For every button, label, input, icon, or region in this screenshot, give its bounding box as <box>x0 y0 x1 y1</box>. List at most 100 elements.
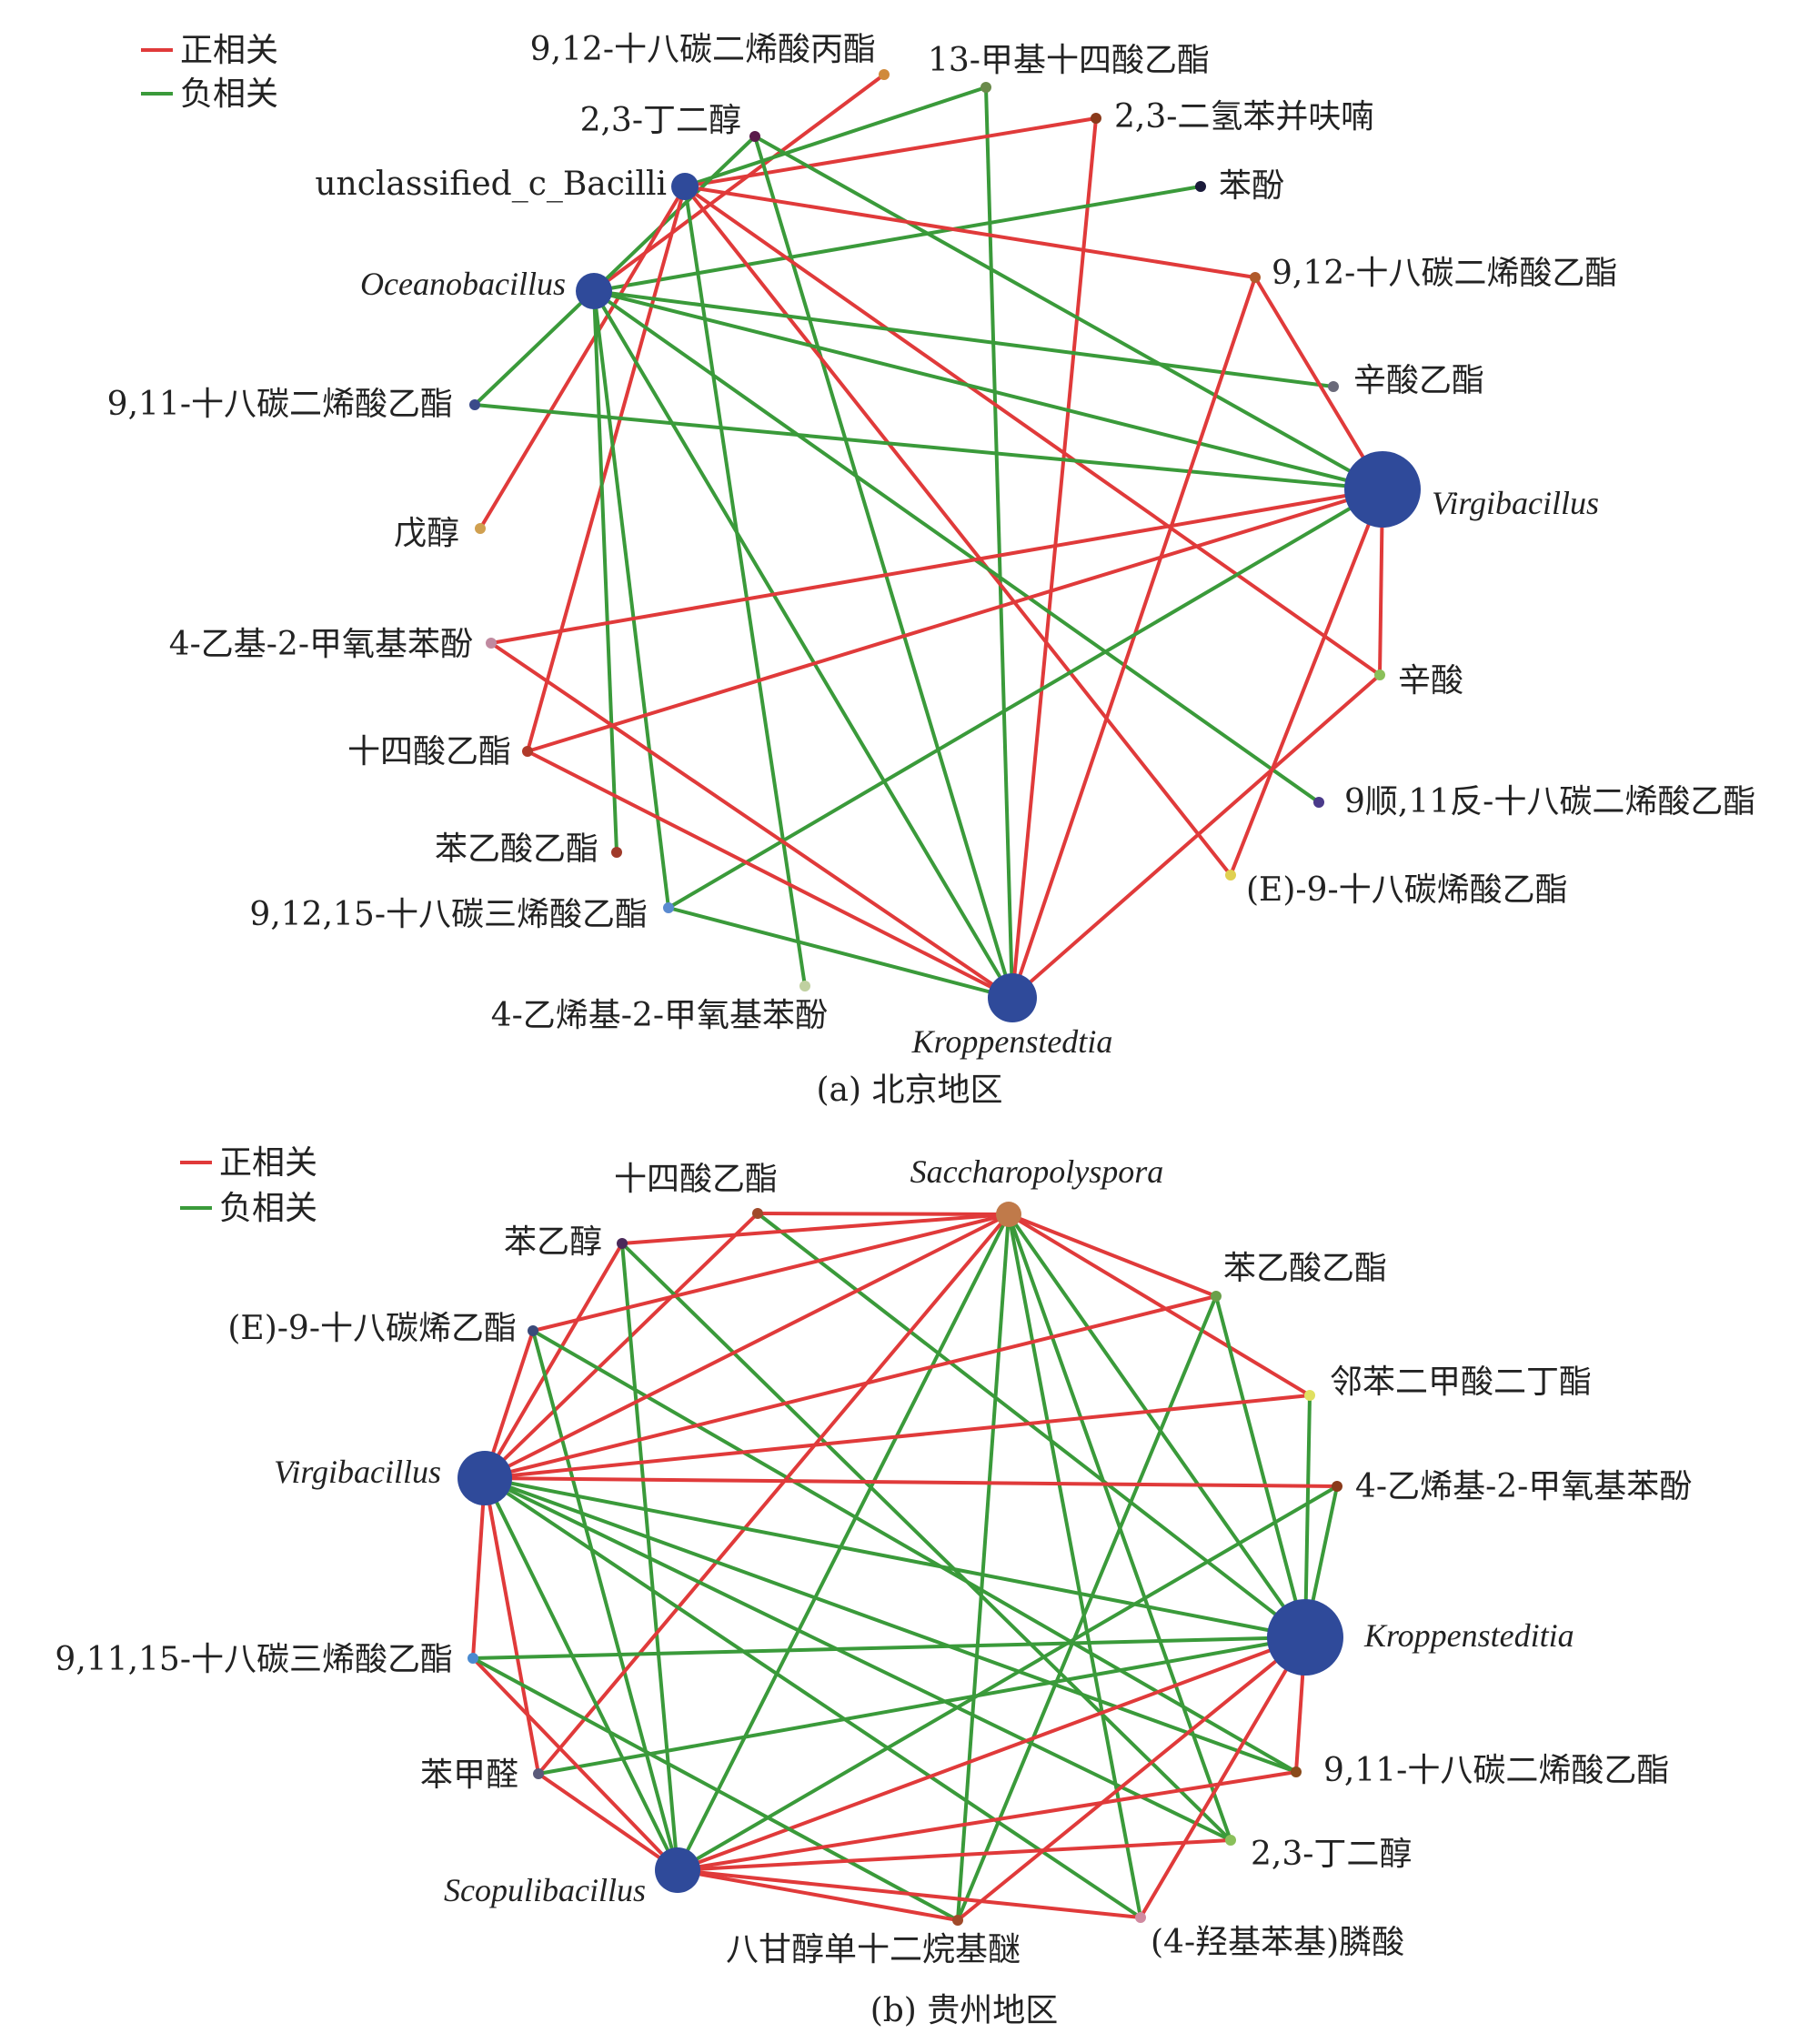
node-label-butanediol: 2,3-丁二醇 <box>580 102 741 139</box>
edge-negative-kroppensteditia-ethyl_linolenate <box>472 1635 1306 1660</box>
node-label-dbp: 邻苯二甲酸二丁酯 <box>1330 1364 1592 1401</box>
node-ethyl_phenylacetate <box>611 847 622 858</box>
node-oceanobacillus <box>576 273 612 309</box>
edge-positive-saccharopolyspora-benzaldehyde <box>537 1213 1011 1776</box>
edge-negative-butanediol-ethyl_9_11_octadecadienoate <box>473 135 757 407</box>
node-label-octaglycol: 八甘醇单十二烷基醚 <box>726 1931 1021 1968</box>
node-dihydrobenzofuran <box>1091 113 1101 124</box>
node-label-kroppenstedtia: Kroppenstedtia <box>911 1023 1113 1060</box>
node-butanediol <box>1225 1835 1236 1846</box>
node-label-ethyl_9c11t: 9顺,11反-十八碳二烯酸乙酯 <box>1344 783 1755 820</box>
caption-a: (a) 北京地区 <box>817 1072 1003 1109</box>
node-label-ethyl_linolenate: 9,11,15-十八碳三烯酸乙酯 <box>55 1641 453 1678</box>
edge-positive-unclassified_bacilli-ethyl_myristate <box>526 186 687 752</box>
node-label-ethyl_myristate: 十四酸乙酯 <box>347 733 511 770</box>
node-phenol <box>1195 181 1206 192</box>
node-label-ethyl_phenylacetate: 苯乙酸乙酯 <box>435 830 598 868</box>
edge-positive-ethyl_myristate-virgibacillus <box>483 1212 759 1480</box>
legend-positive-label: 正相关 <box>180 32 278 69</box>
node-label-kroppensteditia: Kroppensteditia <box>1363 1617 1574 1654</box>
node-ethyl_9_11_octadecadienoate <box>469 399 480 410</box>
edge-negative-vinyl_guaiacol-scopulibacillus <box>676 1484 1339 1872</box>
node-ethyl_9_12_linoleate <box>1250 272 1261 283</box>
node-label-pentanol: 戊醇 <box>394 515 459 552</box>
node-ethyl_oleate <box>1225 870 1236 881</box>
node-label-octanoic_acid: 辛酸 <box>1398 662 1463 699</box>
edge-negative-ethyl_linolenate-kroppenstedtia <box>668 906 1013 1000</box>
edge-positive-saccharopolyspora-dbp <box>1007 1213 1312 1397</box>
node-dbp <box>1304 1390 1315 1401</box>
node-label-vinyl_guaiacol: 4-乙烯基-2-甲氧基苯酚 <box>491 997 828 1034</box>
edge-positive-ethyl_9_12_linoleate-kroppenstedtia <box>1011 277 1257 999</box>
node-label-oceanobacillus: Oceanobacillus <box>360 266 566 302</box>
edge-positive-unclassified_bacilli-octanoic_acid <box>683 185 1382 677</box>
edge-positive-dbp-virgibacillus <box>484 1394 1311 1480</box>
edge-positive-virgibacillus-ethyl_guaiacol <box>490 488 1383 645</box>
node-label-unclassified_bacilli: unclassified_c_Bacilli <box>315 166 667 203</box>
node-label-ethyl_9_12_linoleate: 9,12-十八碳二烯酸乙酯 <box>1272 255 1617 292</box>
edge-negative-methyl13_tetradecanoate-kroppenstedtia <box>984 86 1014 999</box>
edge-positive-ethyl_myristate-kroppenstedtia <box>527 750 1013 1000</box>
edge-positive-kroppensteditia-octaglycol <box>956 1635 1307 1922</box>
node-ethyl_myristate <box>522 746 533 757</box>
node-pentanol <box>475 523 486 534</box>
edge-negative-oceanobacillus-ethyl_9c11t <box>592 289 1321 804</box>
node-vinyl_guaiacol <box>1332 1481 1342 1492</box>
edge-negative-oceanobacillus-kroppenstedtia <box>592 289 1014 1000</box>
node-ethyl_guaiacol <box>486 638 497 649</box>
edge-positive-virgibacillus-ethyl_linolenate <box>471 1477 487 1659</box>
node-label-virgibacillus: Virgibacillus <box>274 1454 441 1490</box>
edge-negative-ethyl_oleate-scopulibacillus <box>531 1330 679 1871</box>
edge-negative-saccharopolyspora-scopulibacillus <box>676 1213 1011 1871</box>
edge-positive-ethyl_guaiacol-kroppenstedtia <box>489 641 1014 1000</box>
edge-positive-phenylethanol-virgibacillus <box>483 1242 624 1480</box>
edge-positive-phenylethanol-saccharopolyspora <box>621 1213 1010 1245</box>
edge-negative-kroppensteditia-benzaldehyde <box>538 1635 1306 1776</box>
node-label-methyl13_tetradecanoate: 13-甲基十四酸乙酯 <box>928 42 1210 79</box>
edge-negative-ethyl_9_11_octadecadienoate-virgibacillus <box>474 403 1383 491</box>
edge-positive-unclassified_bacilli-pentanol <box>478 185 687 530</box>
legend-negative-label: 负相关 <box>180 75 278 113</box>
edge-positive-scopulibacillus-butanediol <box>677 1838 1232 1872</box>
node-ethyl_linolenate <box>468 1653 478 1664</box>
edge-positive-unclassified_bacilli-ethyl_oleate <box>683 185 1232 877</box>
edge-positive-ethyl_oleate-saccharopolyspora <box>532 1213 1010 1333</box>
edge-positive-kroppensteditia-scopulibacillus <box>677 1635 1306 1872</box>
edge-positive-kroppensteditia-hydroxyphenyl_phosphonic <box>1139 1635 1307 1919</box>
edges-b <box>471 1212 1339 1922</box>
edge-positive-ethyl_linolenate-scopulibacillus <box>471 1656 679 1872</box>
node-methyl13_tetradecanoate <box>980 82 991 93</box>
edge-negative-dbp-kroppensteditia <box>1303 1394 1312 1638</box>
edge-positive-virgibacillus-ethyl_oleate <box>1229 488 1384 876</box>
node-label-ethyl_guaiacol: 4-乙基-2-甲氧基苯酚 <box>169 626 473 663</box>
node-label-benzaldehyde: 苯甲醛 <box>420 1756 518 1794</box>
edge-negative-virgibacillus-hydroxyphenyl_phosphonic <box>483 1476 1142 1919</box>
edge-negative-ethyl_phenylacetate-octaglycol <box>956 1295 1218 1921</box>
legend-b: 正相关 负相关 <box>180 1144 317 1227</box>
node-label-saccharopolyspora: Saccharopolyspora <box>910 1153 1164 1190</box>
node-ethyl_myristate <box>752 1208 763 1219</box>
node-octanoic_acid <box>1374 669 1385 680</box>
edge-negative-virgibacillus-kroppensteditia <box>484 1476 1306 1639</box>
node-butanediol <box>749 131 760 142</box>
edge-positive-dihydrobenzofuran-kroppenstedtia <box>1011 117 1098 999</box>
edge-negative-ethyl_phenylacetate-kroppensteditia <box>1214 1295 1307 1638</box>
node-virgibacillus <box>458 1451 512 1505</box>
edge-positive-saccharopolyspora-virgibacillus <box>484 1213 1010 1480</box>
edge-negative-butanediol-kroppenstedtia <box>753 136 1014 999</box>
node-ethyl_9_11 <box>1291 1766 1302 1777</box>
node-label-phenol: 苯酚 <box>1219 167 1284 205</box>
node-label-ethyl_linolenate: 9,12,15-十八碳三烯酸乙酯 <box>249 896 648 933</box>
node-label-virgibacillus: Virgibacillus <box>1432 485 1599 521</box>
node-ethyl_oleate <box>528 1325 538 1336</box>
edge-positive-dihydrobenzofuran-unclassified_bacilli <box>684 116 1097 188</box>
edge-negative-ethyl_myristate-kroppensteditia <box>756 1212 1307 1639</box>
node-label-vinyl_guaiacol: 4-乙烯基-2-甲氧基苯酚 <box>1355 1468 1692 1505</box>
edge-negative-virgibacillus-ethyl_linolenate <box>667 488 1384 910</box>
node-ethyl_linolenate <box>663 902 674 913</box>
node-ethyl_octanoate <box>1328 381 1339 392</box>
edge-negative-virgibacillus-ethyl_9_11 <box>484 1476 1297 1774</box>
